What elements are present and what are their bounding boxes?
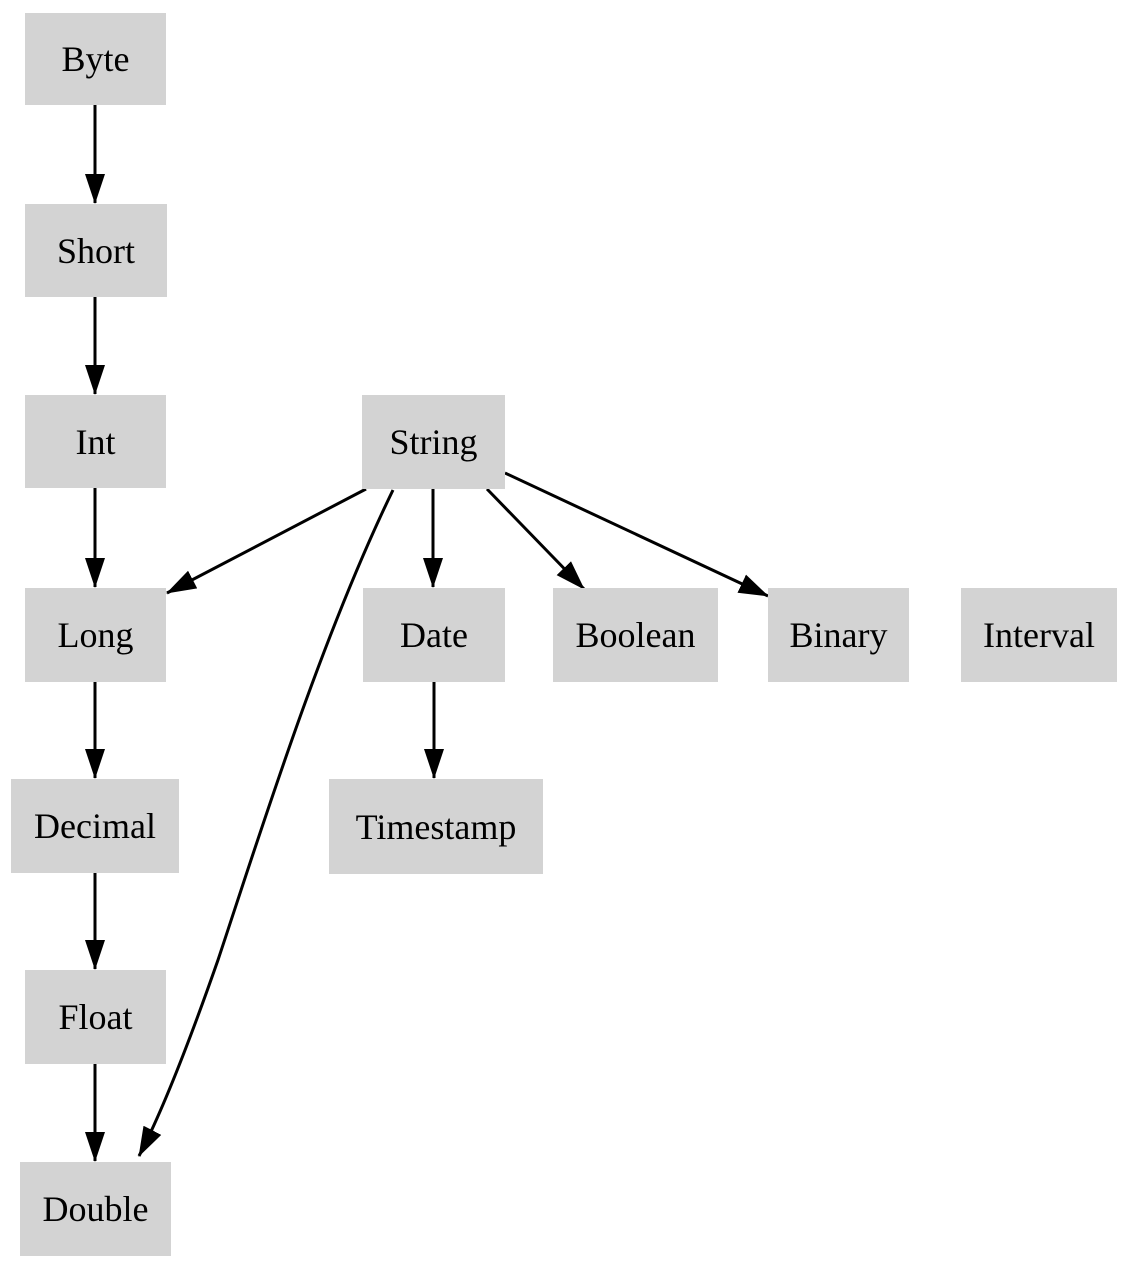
node-label-boolean: Boolean (575, 615, 696, 655)
node-label-string: String (389, 422, 478, 462)
node-long: Long (25, 588, 166, 682)
node-string: String (362, 395, 505, 489)
edge-string-boolean (485, 487, 586, 591)
node-label-double: Double (42, 1189, 149, 1229)
node-label-binary: Binary (789, 615, 888, 655)
node-int: Int (25, 395, 166, 488)
node-decimal: Decimal (11, 779, 179, 873)
node-label-byte: Byte (61, 39, 130, 79)
node-interval: Interval (961, 588, 1117, 682)
node-double: Double (20, 1162, 171, 1256)
node-date: Date (363, 588, 505, 682)
node-short: Short (25, 204, 167, 297)
node-label-short: Short (56, 230, 135, 271)
node-label-int: Int (75, 421, 116, 462)
node-label-decimal: Decimal (34, 806, 156, 846)
node-label-interval: Interval (983, 615, 1095, 655)
edge-string-binary (504, 471, 769, 598)
node-label-date: Date (400, 615, 468, 655)
edge-string-long (166, 487, 367, 595)
node-label-float: Float (58, 997, 133, 1037)
node-byte: Byte (25, 13, 166, 105)
node-label-timestamp: Timestamp (355, 806, 517, 847)
node-timestamp: Timestamp (329, 779, 543, 874)
node-boolean: Boolean (553, 588, 718, 682)
node-label-long: Long (57, 615, 134, 655)
node-binary: Binary (768, 588, 909, 682)
node-float: Float (25, 970, 166, 1064)
